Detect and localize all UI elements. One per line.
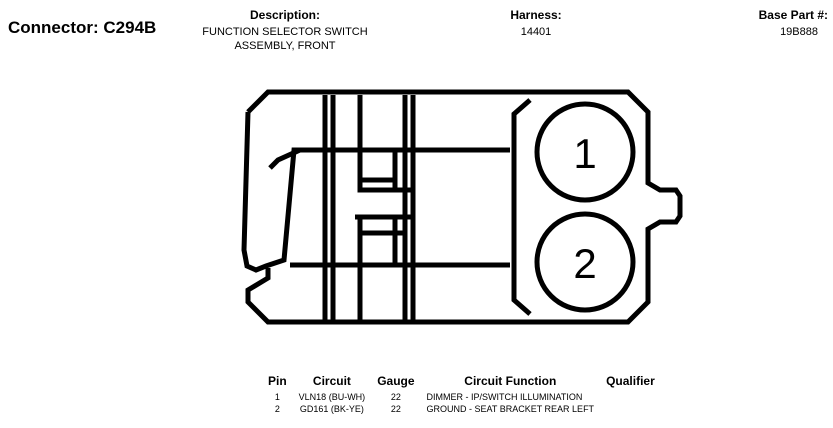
description-label: Description: [249,8,320,22]
circuit-function-cell: DIMMER - IP/SWITCH ILLUMINATION [426,392,583,402]
pin-table-header-row: Pin Circuit Gauge Circuit Function Quali… [262,374,661,391]
harness-label: Harness: [510,8,562,22]
pin-2-label: 2 [573,240,596,287]
terminal-block-frame [511,98,532,316]
circuit-function-cell: GROUND - SEAT BRACKET REAR LEFT [426,404,595,414]
latch-arm [241,111,304,273]
table-row: 1 VLN18 (BU-WH) 22 DIMMER - IP/SWITCH IL… [262,391,661,403]
circuit-column-header: Circuit [312,374,351,388]
base-part-value: 19B888 [780,26,818,38]
qualifier-cell [600,403,661,415]
qualifier-column-header: Qualifier [606,374,655,388]
circuit-cell: VLN18 (BU-WH) [298,392,366,402]
pin-column-header: Pin [268,374,287,388]
circuit-function-column-header: Circuit Function [464,374,557,388]
connector-housing-outline [245,89,683,325]
gauge-column-header: Gauge [377,374,415,388]
table-row: 2 GD161 (BK-YE) 22 GROUND - SEAT BRACKET… [262,403,661,415]
base-part-label: Base Part #: [758,8,828,22]
gauge-cell: 22 [390,392,401,402]
gauge-cell: 22 [390,404,401,414]
pin-1-cavity [534,101,636,203]
pin-2-cavity [534,211,636,313]
connector-title: Connector: C294B [8,18,157,37]
pin-1-label: 1 [573,130,596,177]
description-value: FUNCTION SELECTOR SWITCH ASSEMBLY, FRONT [202,26,368,52]
circuit-cell: GD161 (BK-YE) [299,404,364,414]
pin-table: Pin Circuit Gauge Circuit Function Quali… [262,374,661,415]
pin-cell: 1 [274,392,280,402]
latch-arm-inner [268,147,302,170]
qualifier-cell [600,391,661,403]
harness-value: 14401 [520,26,552,38]
pin-cell: 2 [274,404,280,414]
